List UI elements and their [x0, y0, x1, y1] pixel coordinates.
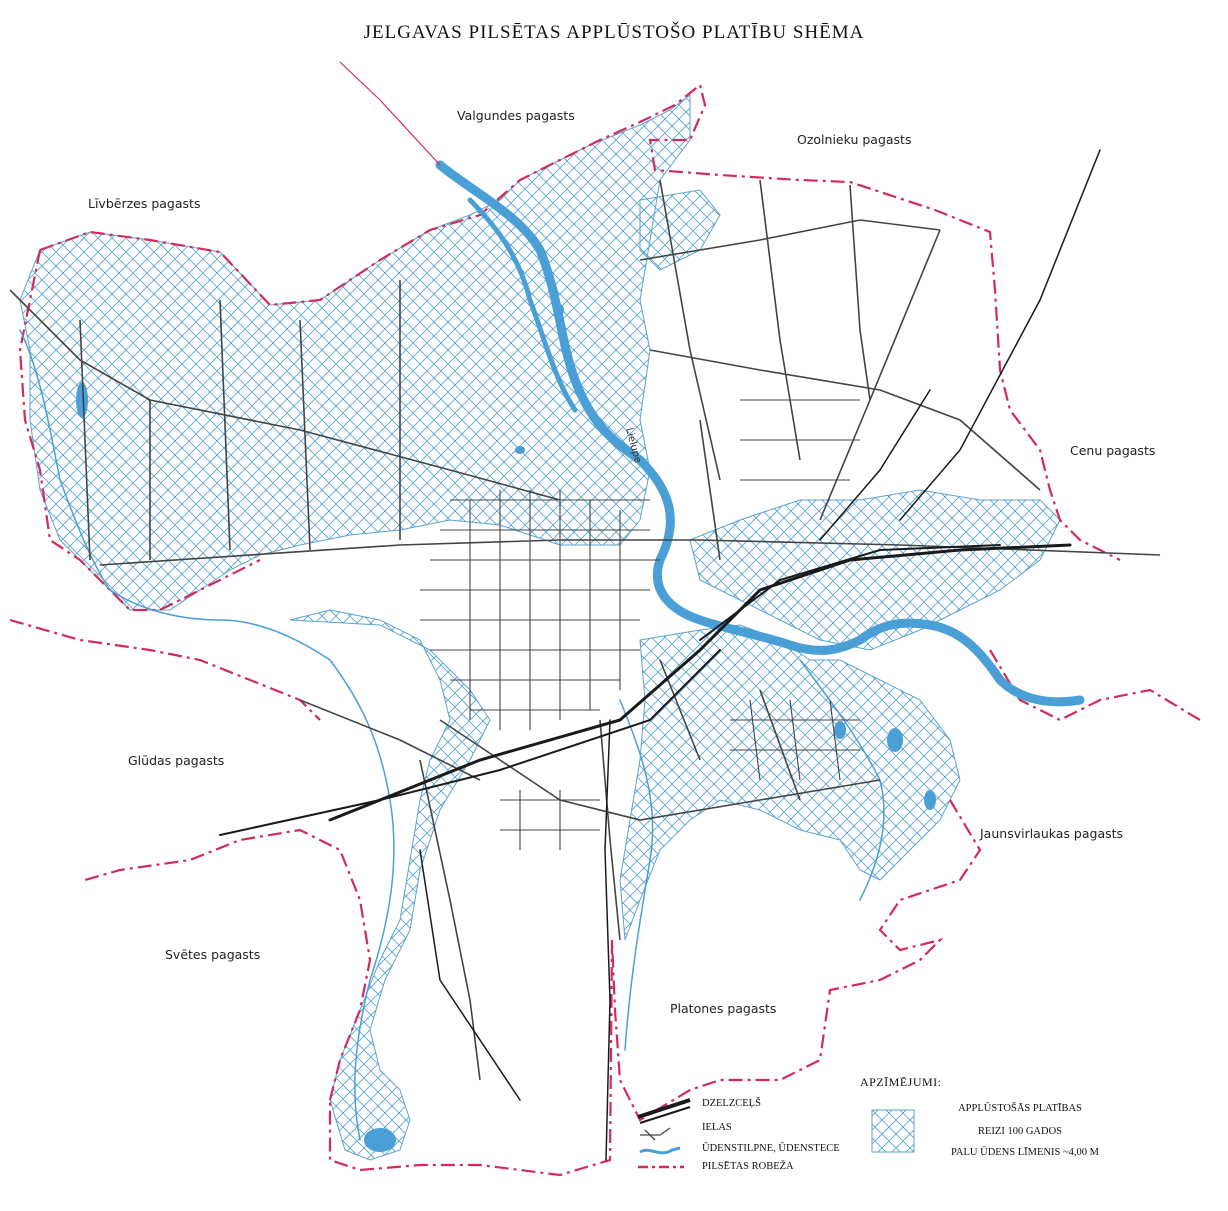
street — [849, 184, 871, 401]
pond — [556, 304, 564, 316]
street — [639, 219, 941, 261]
legend-flood-line2: REIZI 100 GADOS — [978, 1126, 1062, 1137]
legend-title: APZĪMĒJUMI: — [860, 1075, 942, 1089]
boundary-line-south — [610, 799, 982, 1122]
boundary-line — [39, 83, 1121, 561]
legend-railway-label: DZELZCEĻŠ — [702, 1098, 761, 1109]
label-cenu: Cenu pagasts — [1070, 443, 1156, 458]
railway — [419, 849, 521, 1101]
pond — [76, 382, 88, 418]
legend-railway-symbol — [637, 1098, 691, 1119]
legend-flood-line1: APPLŪSTOŠĀS PLATĪBAS — [958, 1103, 1082, 1114]
railway — [899, 149, 1101, 521]
label-livberzes: Līvbērzes pagasts — [88, 196, 201, 211]
pond — [364, 1128, 396, 1152]
label-jaunsvirlaukas: Jaunsvirlaukas pagasts — [980, 826, 1124, 841]
boundary-line-far-west — [18, 249, 261, 612]
river-platone — [619, 699, 654, 1051]
legend-streets-symbol — [640, 1127, 671, 1141]
grid-v — [749, 699, 761, 781]
street — [439, 719, 881, 821]
street — [659, 179, 721, 481]
street — [819, 229, 941, 521]
railways — [219, 149, 1101, 1161]
river-svete — [19, 329, 395, 1141]
flood-zone-east — [689, 489, 1061, 651]
railway — [219, 649, 721, 836]
streets — [9, 179, 1161, 1081]
street — [299, 699, 481, 781]
pond — [924, 790, 936, 810]
legend-boundary-label: PILSĒTAS ROBEŽA — [702, 1161, 794, 1172]
flood-zone-southwest — [289, 609, 491, 1161]
street — [759, 179, 801, 461]
label-platones: Platones pagasts — [670, 1001, 777, 1016]
railway — [328, 543, 1072, 822]
railway — [699, 544, 1001, 641]
legend-flood-symbol — [871, 1109, 915, 1153]
pond — [887, 728, 903, 752]
map-title: JELGAVAS PILSĒTAS APPLŪSTOŠO PLATĪBU SHĒ… — [363, 22, 865, 43]
boundary-line-southwest — [328, 939, 614, 1177]
street — [759, 689, 801, 801]
railway — [604, 719, 611, 1161]
legend-streets-label: IELAS — [702, 1122, 732, 1133]
river-north-channel — [467, 197, 578, 413]
street — [79, 319, 91, 561]
city-centre-grid — [420, 399, 860, 850]
legend-water-symbol — [639, 1146, 681, 1155]
boundary-line-east — [989, 649, 1201, 722]
pond — [834, 721, 846, 739]
legend-flood-line3: PALU ŪDENS LĪMENIS ~4,00 M — [951, 1147, 1099, 1158]
railway — [819, 389, 931, 541]
label-svetes: Svētes pagasts — [165, 947, 261, 962]
grid-v — [829, 699, 841, 781]
boundary-line-west — [84, 828, 372, 1101]
legend-symbols — [637, 1098, 915, 1169]
boundary-line-northwest — [9, 618, 321, 721]
street — [599, 719, 621, 941]
label-ozolnieku: Ozolnieku pagasts — [797, 132, 912, 147]
pond — [515, 446, 525, 454]
street — [299, 319, 311, 551]
label-valgundes: Valgundes pagasts — [457, 108, 575, 123]
water-bodies — [76, 304, 936, 1152]
street — [649, 349, 1041, 491]
street — [219, 299, 231, 551]
label-gludas: Glūdas pagasts — [128, 753, 225, 768]
street — [419, 759, 481, 1081]
legend-railway-symbol — [639, 1106, 691, 1124]
outer-line — [339, 61, 441, 166]
street — [659, 659, 701, 761]
grid-v — [789, 699, 801, 781]
street — [699, 419, 721, 561]
legend-water-label: ŪDENSTILPNE, ŪDENSTECE — [702, 1143, 840, 1154]
flood-zone-southeast — [619, 624, 961, 941]
